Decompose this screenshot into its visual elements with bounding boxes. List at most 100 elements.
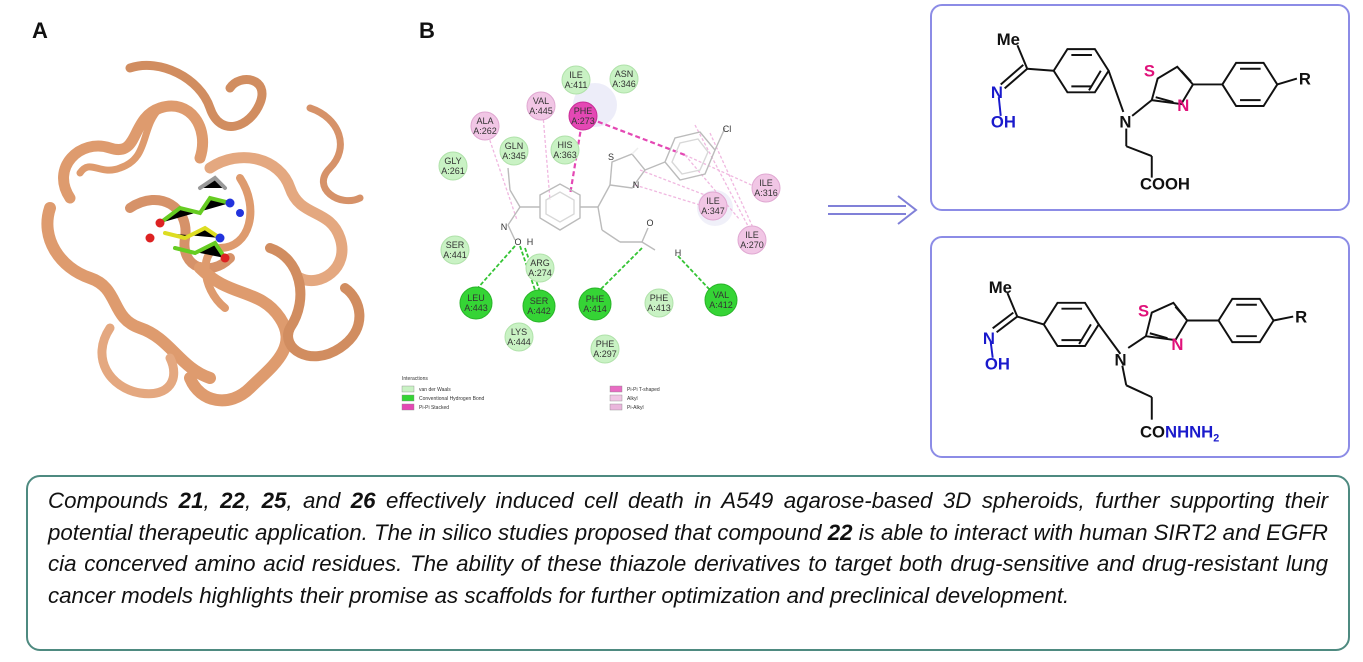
legend-item: Pi-Pi Stacked — [401, 403, 449, 411]
legend-item: Alkyl — [609, 394, 638, 402]
legend-label: Pi-Pi T-shaped — [627, 387, 660, 393]
residue-label: A:346 — [612, 79, 636, 89]
ligand-atom-s: S — [608, 152, 614, 162]
hydrazide-tail-co: CO — [1140, 422, 1165, 441]
legend-swatch — [609, 394, 623, 402]
caption-text-1: Compounds — [48, 488, 179, 513]
ligand-atom-h: H — [527, 237, 534, 247]
residue-disc — [609, 64, 639, 94]
hydrazide-thiazole-n-label: N — [1171, 335, 1183, 354]
acid-r-label: R — [1299, 69, 1311, 88]
residue-label: PHE — [586, 294, 605, 304]
residue-label: VAL — [533, 96, 549, 106]
acid-oh-label: OH — [991, 113, 1016, 132]
residue-label: A:316 — [754, 188, 778, 198]
hydrazide-amine-n-label: N — [1114, 351, 1126, 370]
residue-label: ALA — [476, 116, 493, 126]
residue-label: SER — [446, 240, 465, 250]
residue-label: A:412 — [709, 300, 733, 310]
residue-label: LYS — [511, 327, 527, 337]
ligand-atom-cl: Cl — [723, 124, 732, 134]
legend-swatch — [401, 385, 415, 393]
caption-text-2: , — [203, 488, 221, 513]
acid-methyl-label: Me — [997, 30, 1020, 49]
legend-label: Pi-Alkyl — [627, 405, 644, 411]
legend-item: Pi-Pi T-shaped — [609, 385, 660, 393]
structure-box-hydrazide: Me N OH N S N R CONHNH2 — [930, 236, 1350, 458]
residue-label: ILE — [745, 230, 759, 240]
residue-disc — [704, 283, 738, 317]
ligand-atom-n2: N — [633, 180, 640, 190]
residue-disc — [459, 286, 493, 320]
residue-label: A:261 — [441, 166, 465, 176]
residue-label: PHE — [596, 339, 615, 349]
hydrazide-r-label: R — [1295, 307, 1307, 326]
legend-label: Conventional Hydrogen Bond — [419, 396, 485, 402]
panel-label-a: A — [32, 18, 48, 43]
acid-cooh-label: COOH — [1140, 174, 1190, 193]
interaction-diagram: N O H S N Cl O H ILEA:411ASNA:346VALA:44… — [401, 64, 781, 411]
legend-swatch — [609, 385, 623, 393]
residue-label: A:411 — [565, 80, 588, 90]
residue-label: A:444 — [507, 337, 531, 347]
residue-label: A:441 — [443, 250, 467, 260]
residue-disc — [504, 322, 534, 352]
caption-text-6: is able to interact with human SIRT2 and… — [48, 519, 1329, 608]
caption-text-5: effectively induced cell death in A549 a… — [48, 488, 1328, 545]
residue-label: VAL — [713, 290, 729, 300]
hydrazide-oxime-n-label: N — [983, 329, 995, 348]
legend-item: Conventional Hydrogen Bond — [401, 394, 485, 402]
summary-caption: Compounds 21, 22, 25, and 26 effectively… — [26, 475, 1350, 651]
compound-25: 25 — [261, 488, 287, 513]
acid-sulfur-label: S — [1144, 62, 1155, 81]
compound-22-second: 22 — [827, 519, 853, 545]
hydrazide-oh-label: OH — [985, 355, 1010, 374]
ligand-atom-h2: H — [675, 248, 682, 258]
residue-label: A:445 — [529, 106, 553, 116]
double-arrow-icon — [828, 195, 918, 225]
hydrazide-methyl-label: Me — [989, 278, 1012, 297]
residue-label: A:414 — [583, 304, 607, 314]
legend-label: van der Waals — [419, 387, 451, 393]
residue-disc — [698, 191, 728, 221]
residue-label: SER — [530, 296, 549, 306]
structure-box-acid: Me N OH N S N R COOH — [930, 4, 1350, 211]
residue-label: PHE — [650, 293, 669, 303]
hydrazide-tail-label: CONHNH2 — [1140, 422, 1219, 444]
residue-label: PHE — [574, 106, 593, 116]
residue-label: A:274 — [528, 268, 552, 278]
residue-disc — [751, 173, 781, 203]
residue-disc — [438, 151, 468, 181]
legend-title: Interactions — [402, 376, 428, 382]
hydrazide-tail-subscript: 2 — [1213, 432, 1219, 444]
ligand-atom-n: N — [501, 222, 508, 232]
residue-disc — [470, 111, 500, 141]
panel-label-b: B — [419, 18, 435, 43]
residue-disc — [644, 288, 674, 318]
caption-text-4: , and — [286, 488, 351, 513]
residue-disc — [440, 235, 470, 265]
residue-disc — [578, 287, 612, 321]
residue-label: A:347 — [701, 206, 725, 216]
residue-label: A:262 — [473, 126, 497, 136]
legend-label: Alkyl — [627, 396, 638, 402]
residue-label: GLN — [505, 141, 524, 151]
residue-disc — [568, 101, 598, 131]
residue-label: A:363 — [553, 150, 577, 160]
